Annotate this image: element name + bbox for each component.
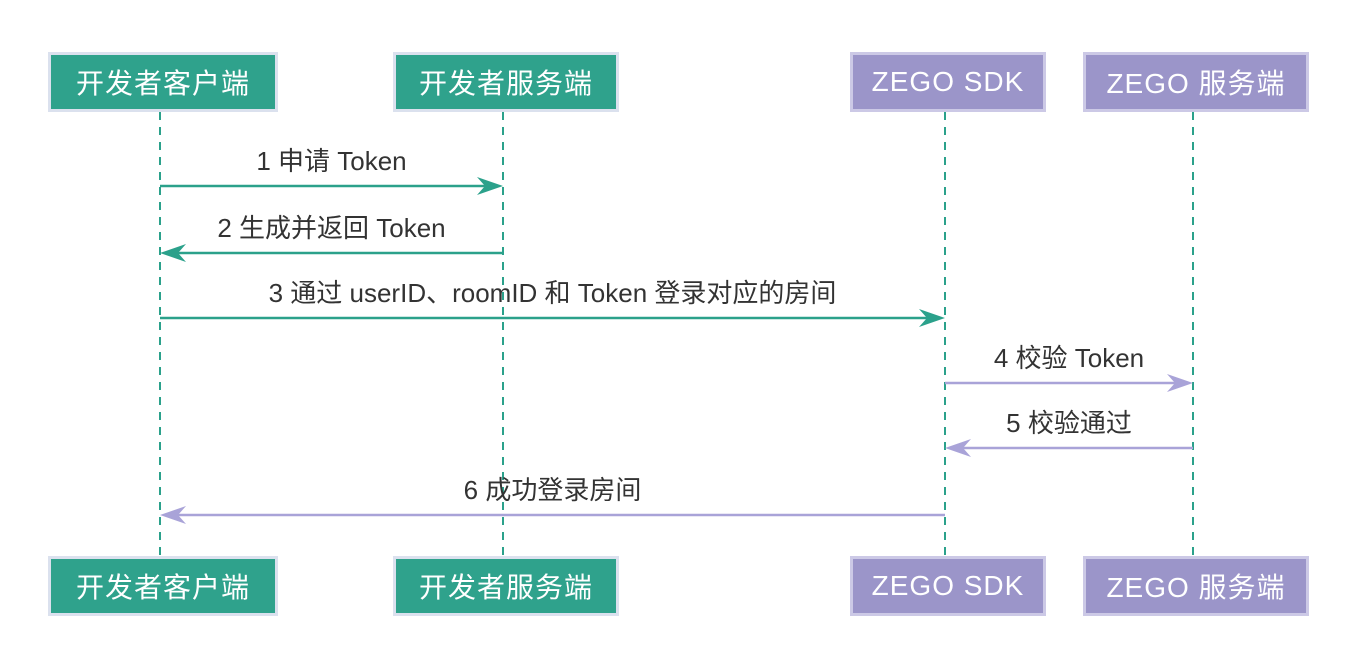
actor-label: ZEGO SDK (871, 66, 1025, 97)
actor-label: ZEGO 服务端 (1106, 572, 1286, 603)
actor-box-top-dev-client: 开发者客户端 (48, 52, 278, 112)
message-label-4: 4 校验 Token (993, 343, 1145, 373)
actor-box-bottom-dev-client: 开发者客户端 (48, 556, 278, 616)
message-arrowhead-1 (477, 177, 503, 195)
message-arrowhead-5 (945, 439, 971, 457)
message-label-2: 2 生成并返回 Token (217, 213, 446, 243)
actor-label: 开发者服务端 (418, 68, 593, 99)
message-label-5: 5 校验通过 (1006, 408, 1132, 438)
message-arrowhead-4 (1167, 374, 1193, 392)
message-arrowhead-6 (160, 506, 186, 524)
message-arrowhead-3 (919, 309, 945, 327)
message-label-3: 3 通过 userID、roomID 和 Token 登录对应的房间 (268, 278, 837, 308)
actor-label: 开发者客户端 (75, 68, 250, 99)
message-label-1: 1 申请 Token (256, 146, 407, 176)
message-label-6: 6 成功登录房间 (463, 475, 642, 505)
actor-box-bottom-zego-sdk: ZEGO SDK (850, 556, 1046, 616)
actor-box-top-zego-server: ZEGO 服务端 (1083, 52, 1309, 112)
actor-label: ZEGO SDK (871, 570, 1025, 601)
actor-box-top-zego-sdk: ZEGO SDK (850, 52, 1046, 112)
actor-label: 开发者服务端 (418, 572, 593, 603)
actor-box-top-dev-server: 开发者服务端 (393, 52, 619, 112)
actor-label: ZEGO 服务端 (1106, 68, 1286, 99)
actor-label: 开发者客户端 (75, 572, 250, 603)
actor-box-bottom-zego-server: ZEGO 服务端 (1083, 556, 1309, 616)
actor-box-bottom-dev-server: 开发者服务端 (393, 556, 619, 616)
message-arrowhead-2 (160, 244, 186, 262)
